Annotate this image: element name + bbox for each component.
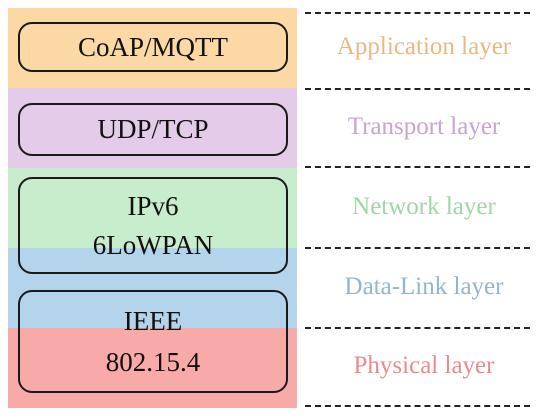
transport-layer-label: Transport layer <box>347 113 501 140</box>
physical-layer-band <box>8 328 297 408</box>
network-layer-band <box>8 168 297 248</box>
data-link-layer-label: Data-Link layer <box>344 273 504 300</box>
6lowpan-text: 6LoWPAN <box>92 229 214 260</box>
application-layer-label: Application layer <box>336 33 512 60</box>
layer-divider <box>305 88 530 90</box>
ipv6-6lowpan-box: IPv6 6LoWPAN <box>18 177 288 274</box>
ieee-802154-box: IEEE 802.15.4 <box>18 290 288 393</box>
udp-tcp-text: UDP/TCP <box>97 114 209 145</box>
coap-mqtt-text: CoAP/MQTT <box>77 31 229 62</box>
802154-text: 802.15.4 <box>105 347 201 378</box>
udp-tcp-box: UDP/TCP <box>18 103 288 156</box>
layer-divider <box>305 166 530 168</box>
layer-divider <box>305 405 530 407</box>
ipv6-text: IPv6 <box>127 191 179 222</box>
layer-divider <box>305 247 530 249</box>
data-link-layer-band <box>8 248 297 328</box>
layer-divider <box>305 327 530 329</box>
layer-divider <box>305 12 530 14</box>
ieee-text: IEEE <box>123 305 183 336</box>
physical-layer-label: Physical layer <box>353 352 495 379</box>
network-layer-label: Network layer <box>352 193 496 220</box>
coap-mqtt-box: CoAP/MQTT <box>18 22 288 72</box>
application-layer-band <box>8 8 297 88</box>
